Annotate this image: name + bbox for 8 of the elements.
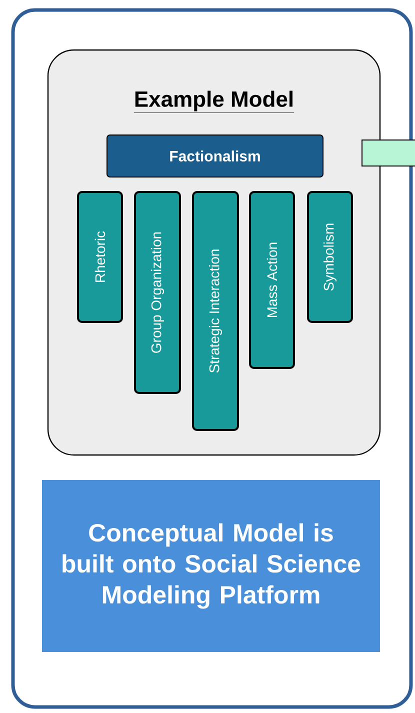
text-banner: Conceptual Model is built onto Social Science Modeling Platform [42, 480, 380, 652]
factor-box: Group Organization [134, 191, 181, 394]
side-box [362, 140, 415, 166]
category-box: Factionalism [106, 134, 324, 178]
factor-box: Rhetoric [77, 191, 123, 323]
factor-box: Symbolism [307, 191, 353, 323]
factor-box: Mass Action [249, 191, 295, 369]
factor-box: Strategic Interaction [192, 191, 239, 431]
